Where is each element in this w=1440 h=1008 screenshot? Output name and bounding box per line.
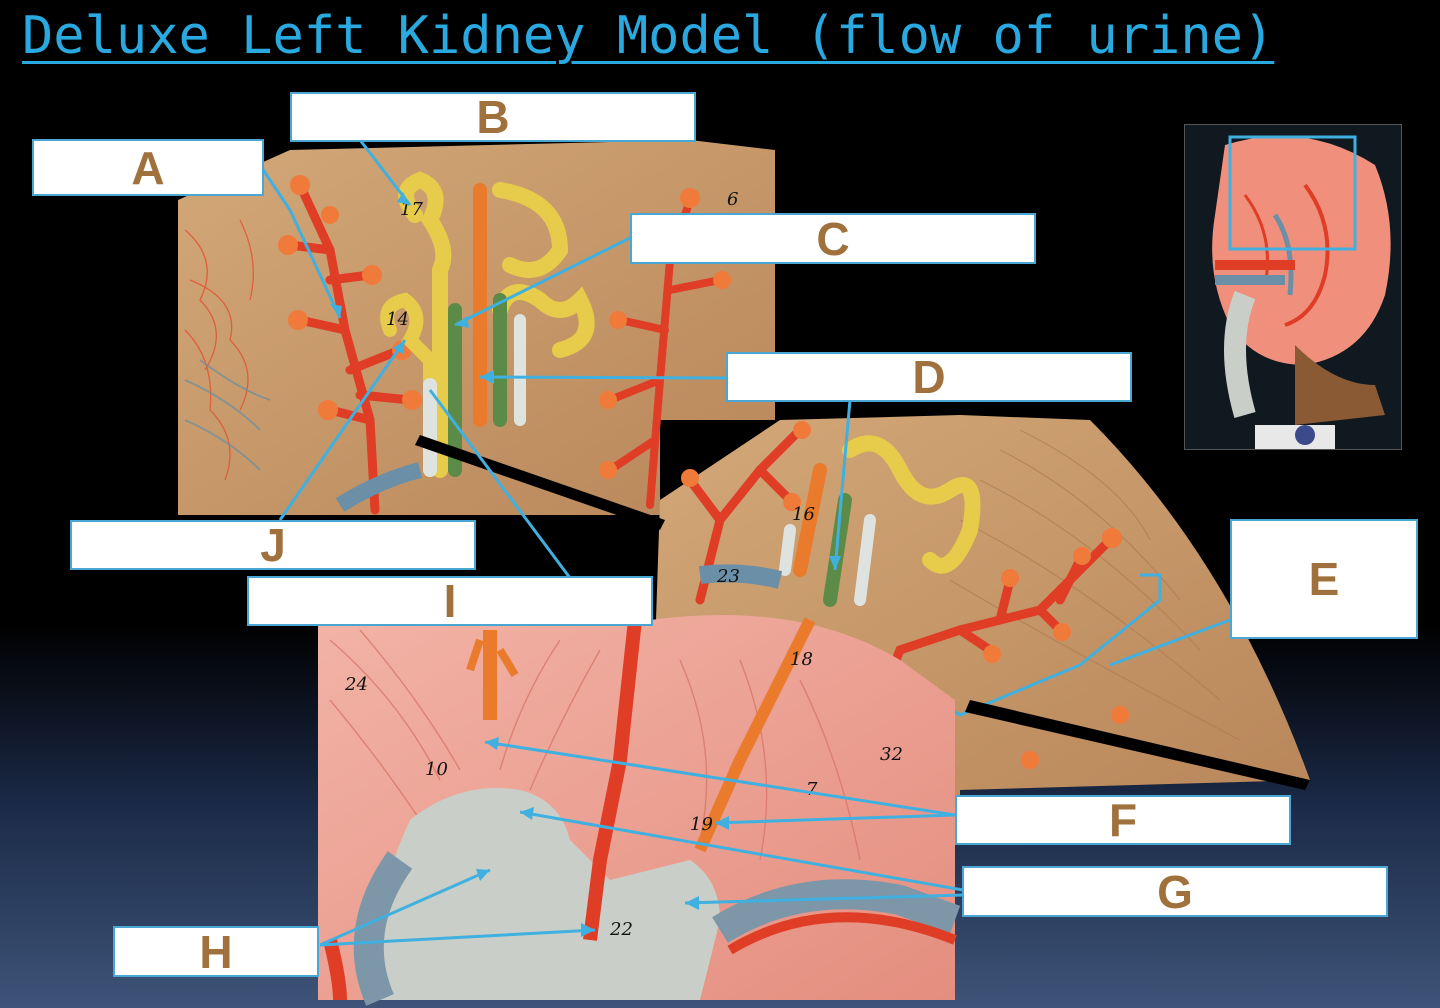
model-number: 18 <box>790 649 813 670</box>
label-box-j[interactable]: J <box>70 519 476 571</box>
model-numbers: 6 14 16 17 18 19 22 23 24 32 10 7 <box>344 189 903 940</box>
label-box-c[interactable]: C <box>630 213 1036 265</box>
label-box-h[interactable]: H <box>113 926 319 978</box>
model-number: 17 <box>400 199 423 220</box>
label-box-e[interactable]: E <box>1230 519 1418 639</box>
cortex-photo-upper <box>178 140 775 515</box>
label-box-a[interactable]: A <box>32 139 264 196</box>
pointer-heads <box>330 192 841 937</box>
label-box-d[interactable]: D <box>726 351 1132 403</box>
label-box-b[interactable]: B <box>290 91 696 143</box>
model-number: 32 <box>880 744 903 765</box>
whole-kidney-inset <box>1184 124 1402 450</box>
model-number: 14 <box>386 309 409 330</box>
model-number: 10 <box>425 759 448 780</box>
label-box-i[interactable]: I <box>247 575 653 627</box>
medulla-photo <box>318 615 961 1006</box>
model-number: 19 <box>690 814 713 835</box>
pointer-lines <box>260 139 1231 947</box>
model-number: 24 <box>344 674 368 695</box>
model-number: 16 <box>792 504 815 525</box>
model-number: 6 <box>727 189 738 210</box>
label-box-f[interactable]: F <box>955 794 1291 846</box>
whole-kidney-icon <box>1212 135 1391 449</box>
model-number: 22 <box>609 919 633 940</box>
model-number: 7 <box>806 779 818 800</box>
model-number: 23 <box>716 566 740 587</box>
label-box-g[interactable]: G <box>962 866 1388 918</box>
page-title: Deluxe Left Kidney Model (flow of urine) <box>22 6 1275 66</box>
